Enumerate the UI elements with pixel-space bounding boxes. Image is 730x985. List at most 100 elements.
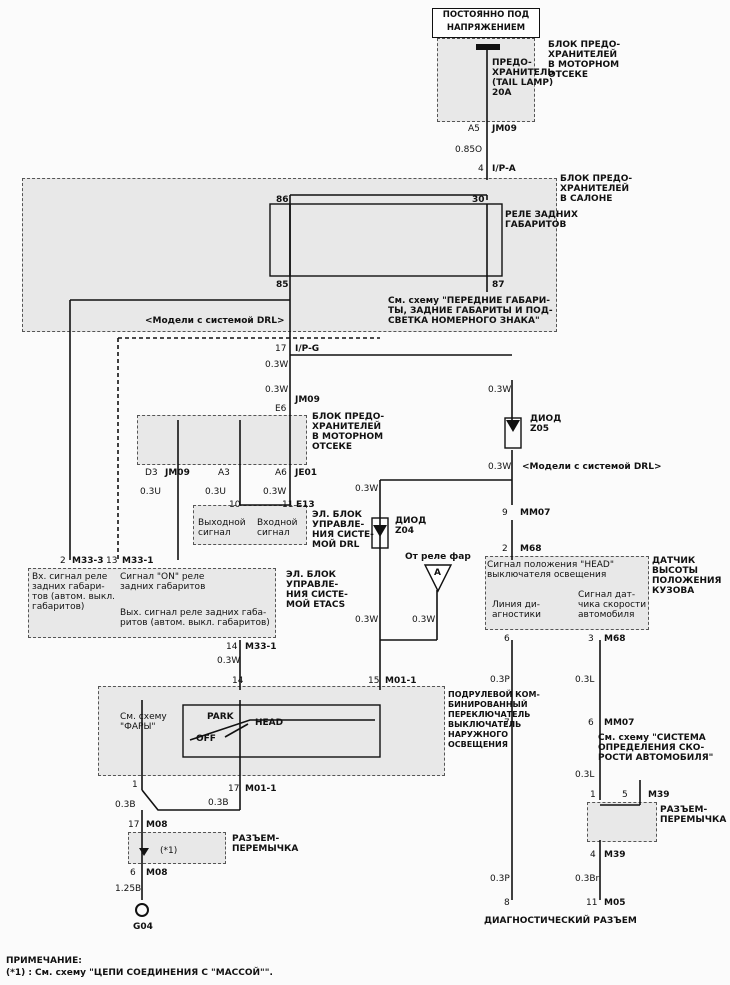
pin-3: 3 (588, 634, 594, 644)
cabin-fusebox-label: БЛОК ПРЕДО- ХРАНИТЕЛЕЙ В САЛОНЕ (560, 174, 633, 204)
pin-8: 8 (504, 898, 510, 908)
pin-14: 14 (226, 642, 238, 652)
pin-1-m39: 1 (590, 790, 596, 800)
park-label: PARK (207, 712, 234, 722)
wire-125b: 1.25B (115, 884, 142, 894)
pin-86: 86 (276, 195, 289, 205)
wire-03br: 0.3Br (575, 874, 600, 884)
wire-03w-a1: 0.3W (355, 615, 379, 625)
pin-4-m39: 4 (590, 850, 596, 860)
wire-03u-2: 0.3U (205, 487, 226, 497)
conn-mm07-b: MM07 (604, 718, 635, 728)
conn-m011-b: M01-1 (245, 784, 277, 794)
conn-je01: JE01 (295, 468, 318, 478)
pin-30: 30 (472, 195, 485, 205)
sensor-label: ДАТЧИК ВЫСОТЫ ПОЛОЖЕНИЯ КУЗОВА (652, 556, 722, 596)
conn-m331-b: M33-1 (245, 642, 277, 652)
etacs-unit (28, 568, 276, 638)
pin-e6: E6 (275, 404, 287, 414)
jumper-connector-2 (587, 802, 657, 842)
etacs-sig3: Вых. сигнал реле задних габа- ритов (авт… (120, 608, 270, 628)
jumper1-note: (*1) (160, 846, 178, 856)
conn-jm09-3: JM09 (165, 468, 190, 478)
pin-e13: E13 (296, 500, 315, 510)
pin-2-m68: 2 (502, 544, 508, 554)
jumper1-label: РАЗЪЕМ- ПЕРЕМЫЧКА (232, 834, 299, 854)
conn-m333: M33-3 (72, 556, 104, 566)
engine-fusebox-2 (137, 415, 307, 465)
connector-a: A (434, 568, 441, 578)
wire-03w-3: 0.3W (263, 487, 287, 497)
conn-m39: M39 (648, 790, 670, 800)
combination-switch (98, 686, 445, 776)
wire-03l-2: 0.3L (575, 770, 595, 780)
engine-fusebox (437, 38, 535, 122)
conn-ipa: I/P-A (492, 164, 516, 174)
conn-m011: M01-1 (385, 676, 417, 686)
conn-m68-b: M68 (604, 634, 626, 644)
wire-03w-a: 0.3W (265, 360, 289, 370)
conn-m68: M68 (520, 544, 542, 554)
input-signal: Входной сигнал (257, 518, 298, 538)
relay-label: РЕЛЕ ЗАДНИХ ГАБАРИТОВ (505, 210, 578, 230)
see-speed: См. схему "СИСТЕМА ОПРЕДЕЛЕНИЯ СКО- РОСТ… (598, 733, 714, 763)
pin-14-sw: 14 (232, 676, 244, 686)
ground-g04: G04 (133, 922, 153, 932)
pin-17: 17 (275, 344, 287, 354)
diag-line: Линия ди- агностики (492, 600, 541, 620)
wire-03b: 0.3B (115, 800, 136, 810)
conn-m05: M05 (604, 898, 626, 908)
wire-03w-a2: 0.3W (412, 615, 436, 625)
see-tail-lamps: См. схему "ПЕРЕДНИЕ ГАБАРИ- ТЫ, ЗАДНИЕ Г… (388, 296, 553, 326)
etacs-label: ЭЛ. БЛОК УПРАВЛЕ- НИЯ СИСТЕ- МОЙ ETACS (286, 570, 348, 610)
wire-03b-2: 0.3B (208, 798, 229, 808)
drl-models-1: <Модели с системой DRL> (145, 316, 285, 326)
pin-a5: A5 (468, 124, 480, 134)
head-label: HEAD (255, 718, 284, 728)
wire-03p-diag: 0.3P (490, 874, 510, 884)
diode-z05-label: ДИОД Z05 (530, 414, 562, 434)
wire-03w-b: 0.3W (265, 385, 289, 395)
conn-m331: M33-1 (122, 556, 154, 566)
pin-11-diag: 11 (586, 898, 598, 908)
body-height-sensor (485, 556, 649, 630)
notes-1: (*1) : См. схему "ЦЕПИ СОЕДИНЕНИЯ С "МАС… (6, 968, 273, 978)
wire-03u-1: 0.3U (140, 487, 161, 497)
etacs-sig2: Сигнал "ON" реле задних габаритов (120, 572, 206, 592)
diode-z04-label: ДИОД Z04 (395, 516, 427, 536)
constant-power-label: ПОСТОЯННО ПОД НАПРЯЖЕНИЕМ (432, 8, 540, 38)
switch-label: ПОДРУЛЕВОЙ КОМ- БИНИРОВАННЫЙ ПЕРЕКЛЮЧАТЕ… (448, 690, 540, 749)
pin-4: 4 (478, 164, 484, 174)
speed-signal: Сигнал дат- чика скорости автомобиля (578, 590, 647, 620)
pin-10: 10 (229, 500, 241, 510)
wire-03w-right2: 0.3W (488, 462, 512, 472)
diag-connector-label: ДИАГНОСТИЧЕСКИЙ РАЗЪЕМ (484, 916, 637, 926)
pin-6-m08: 6 (130, 868, 136, 878)
pin-5-m39: 5 (622, 790, 628, 800)
see-headlamps: См. схему "ФАРЫ" (120, 712, 167, 732)
conn-m08: M08 (146, 820, 168, 830)
conn-m39-b: M39 (604, 850, 626, 860)
pin-11: 11 (282, 500, 294, 510)
from-headlamp-relay: От реле фар (405, 552, 471, 562)
fuse-label: ПРЕДО- ХРАНИТЕЛЬ (TAIL LAMP) 20A (492, 58, 555, 98)
drl-unit (193, 505, 307, 545)
off-label: OFF (196, 734, 216, 744)
output-signal: Выходной сигнал (198, 518, 246, 538)
pin-7: 7 (504, 718, 510, 728)
drl-models-2: <Модели с системой DRL> (522, 462, 662, 472)
pin-13: 13 (106, 556, 118, 566)
conn-jm09-2: JM09 (295, 395, 320, 405)
wire-03p: 0.3P (490, 675, 510, 685)
jumper2-label: РАЗЪЕМ- ПЕРЕМЫЧКА (660, 805, 727, 825)
pin-6-mm07: 6 (588, 718, 594, 728)
conn-mm07: MM07 (520, 508, 551, 518)
conn-ipg: I/P-G (295, 344, 320, 354)
pin-a6: A6 (275, 468, 287, 478)
wire-03w-right: 0.3W (488, 385, 512, 395)
pin-17-sw: 17 (228, 784, 240, 794)
pin-17-m08: 17 (128, 820, 140, 830)
etacs-sig1: Вх. сигнал реле задних габари- тов (авто… (32, 572, 115, 612)
